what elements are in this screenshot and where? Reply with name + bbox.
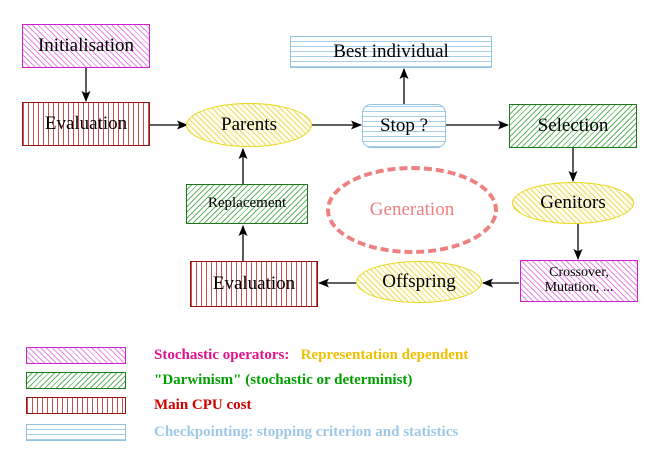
legend-row-checkpointing: Checkpointing: stopping criterion and st… — [26, 424, 458, 441]
legend-label-darwinism: "Darwinism" (stochastic or determinist) — [154, 372, 413, 388]
node-replacement[interactable]: Replacement — [186, 184, 308, 224]
legend-row-darwinism: "Darwinism" (stochastic or determinist) — [26, 372, 412, 389]
node-generation-boundary: Generation — [326, 166, 498, 254]
node-evaluation-top[interactable]: Evaluation — [22, 102, 150, 146]
node-offspring[interactable]: Offspring — [356, 261, 482, 303]
node-evaluation-bottom[interactable]: Evaluation — [190, 261, 318, 307]
legend-swatch-magenta — [26, 347, 126, 364]
node-genitors-label: Genitors — [540, 192, 606, 214]
node-initialisation[interactable]: Initialisation — [22, 24, 150, 68]
node-evaluation-top-label: Evaluation — [44, 113, 128, 135]
node-selection[interactable]: Selection — [509, 104, 637, 148]
node-evaluation-bottom-label: Evaluation — [212, 273, 296, 295]
node-generation-label: Generation — [369, 199, 455, 221]
node-stop[interactable]: Stop ? — [362, 104, 446, 148]
node-selection-label: Selection — [537, 115, 609, 137]
node-crossover-mutation[interactable]: Crossover, Mutation, ... — [520, 260, 638, 302]
node-best-individual[interactable]: Best individual — [290, 36, 492, 68]
legend-row-stochastic-operators: Stochastic operators: Representation dep… — [26, 347, 468, 364]
node-initialisation-label: Initialisation — [37, 35, 135, 57]
legend-row-main-cpu-cost: Main CPU cost — [26, 397, 252, 414]
node-parents-label: Parents — [221, 114, 277, 136]
legend-label-main-cpu-cost: Main CPU cost — [154, 397, 252, 413]
node-best-individual-label: Best individual — [333, 41, 449, 63]
legend-label-checkpointing: Checkpointing: stopping criterion and st… — [154, 424, 459, 440]
node-crossover-mutation-label: Crossover, Mutation, ... — [544, 265, 614, 295]
node-stop-label: Stop ? — [379, 115, 429, 137]
legend-swatch-red — [26, 397, 126, 414]
legend-swatch-blue — [26, 424, 126, 441]
legend-swatch-green — [26, 372, 126, 389]
node-genitors[interactable]: Genitors — [512, 182, 634, 224]
node-parents[interactable]: Parents — [186, 103, 312, 147]
node-offspring-label: Offspring — [382, 271, 456, 293]
legend-label-representation-dependent: Representation dependent — [289, 347, 469, 363]
node-replacement-label: Replacement — [207, 195, 287, 212]
legend-label-stochastic-operators: Stochastic operators: — [154, 347, 290, 363]
